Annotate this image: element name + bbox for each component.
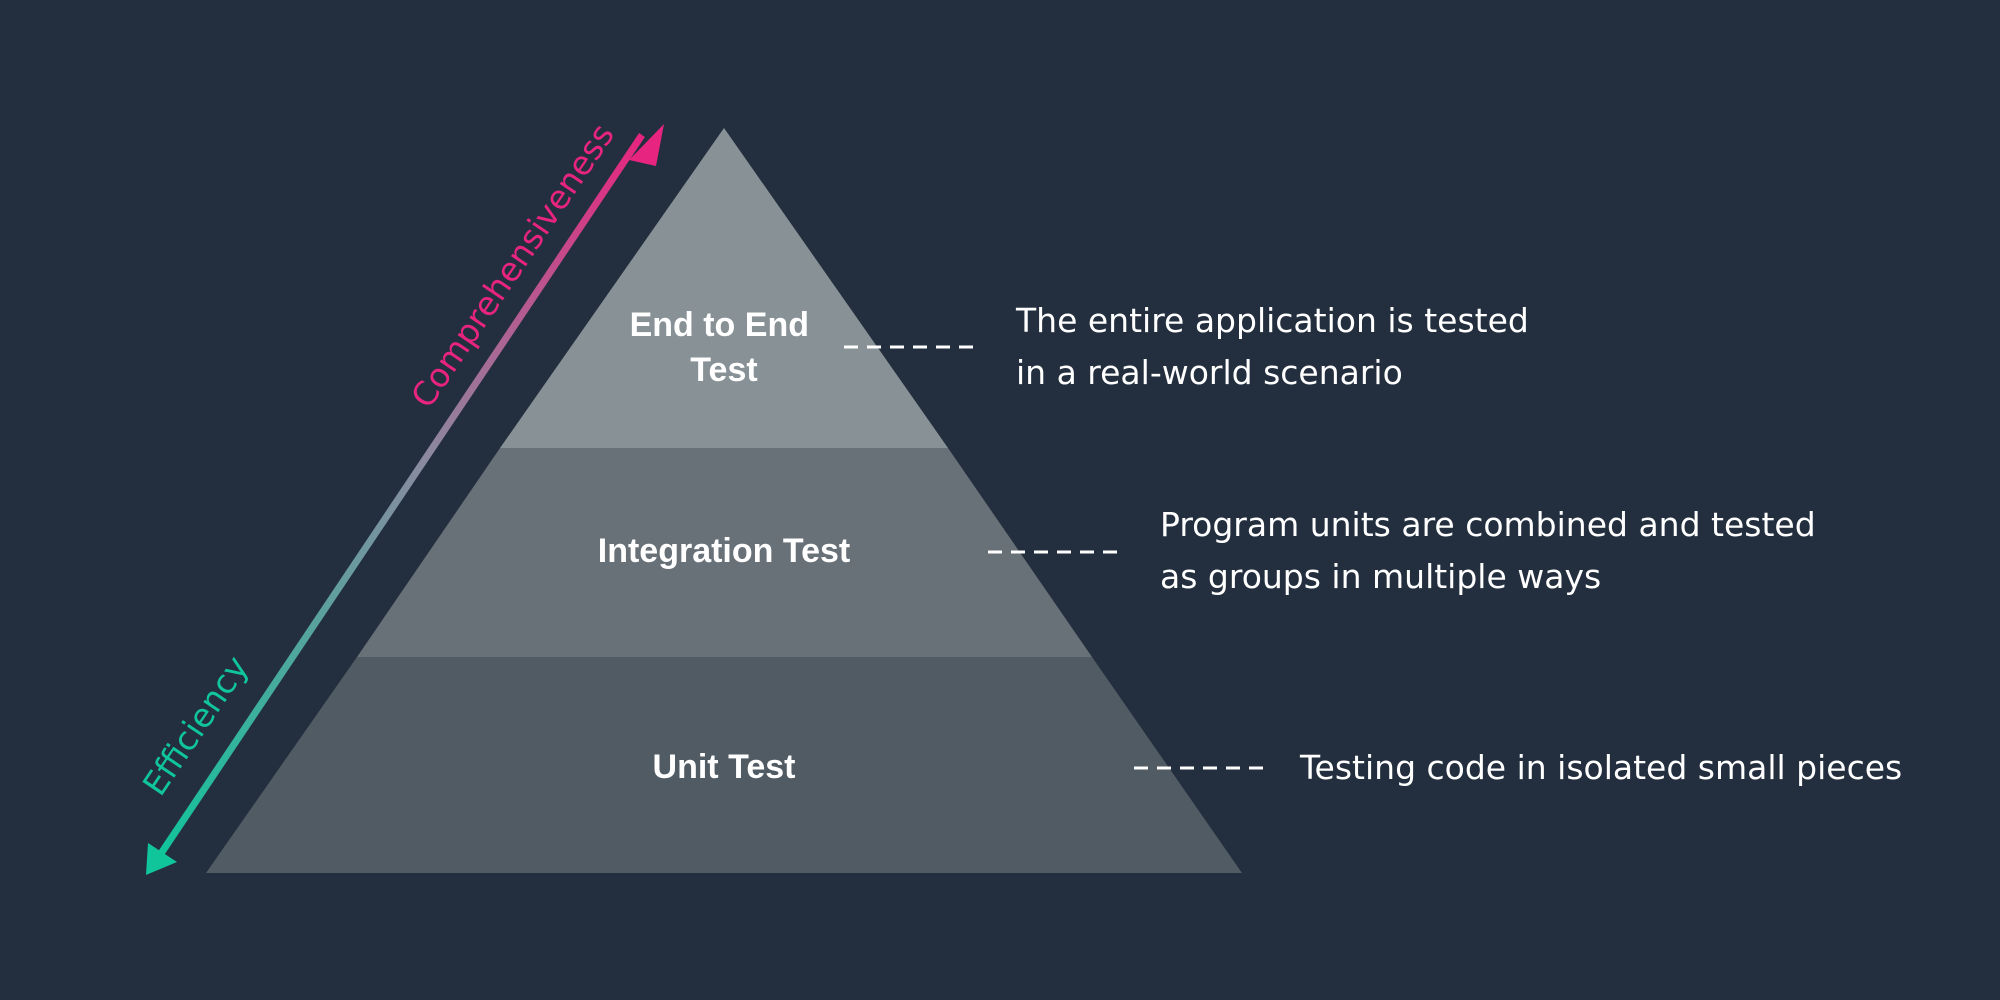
tier-label-end-to-end-line-2: Test <box>690 351 757 389</box>
description-integration-line-1: Program units are combined and tested <box>1160 505 1816 544</box>
tier-label-unit-line-1: Unit Test <box>653 748 796 786</box>
description-end-to-end-line-2: in a real-world scenario <box>1016 353 1403 392</box>
pyramid-tier-bottom <box>206 657 1242 873</box>
tier-label-integration: Integration Test <box>598 532 851 570</box>
axis-label-efficiency: Efficiency <box>135 649 256 803</box>
tier-label-end-to-end: End to End Test <box>630 306 819 389</box>
description-integration: Program units are combined and tested as… <box>1160 505 1826 596</box>
description-unit: Testing code in isolated small pieces <box>1299 748 1902 787</box>
arrow-shaft <box>155 133 645 860</box>
description-end-to-end-line-1: The entire application is tested <box>1015 301 1529 340</box>
description-end-to-end: The entire application is tested in a re… <box>1015 301 1539 392</box>
description-unit-line-1: Testing code in isolated small pieces <box>1299 748 1902 787</box>
arrow-head-up-icon <box>629 124 664 166</box>
tier-label-integration-line-1: Integration Test <box>598 532 851 570</box>
tier-label-end-to-end-line-1: End to End <box>630 306 809 344</box>
pyramid-tier-middle <box>357 448 1092 657</box>
pyramid-tier-top <box>500 128 948 448</box>
arrow-head-down-icon <box>146 843 177 875</box>
description-integration-line-2: as groups in multiple ways <box>1160 557 1601 596</box>
comprehensiveness-efficiency-arrow <box>146 124 664 875</box>
tier-label-unit: Unit Test <box>653 748 796 786</box>
